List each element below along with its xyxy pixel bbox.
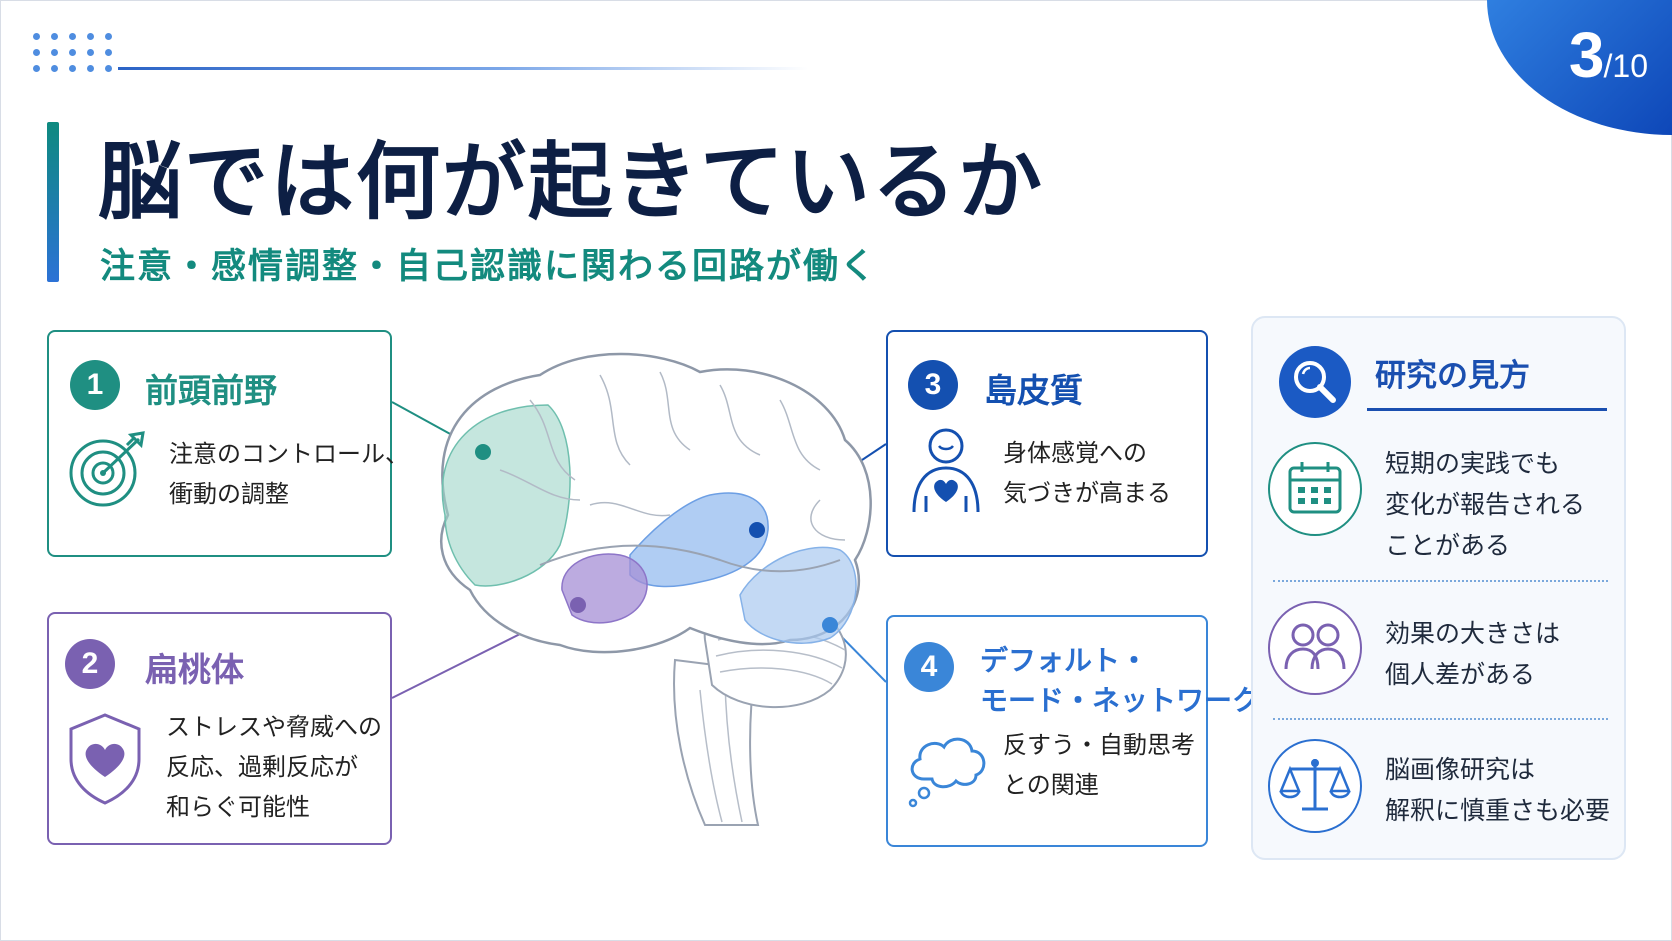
heart-shield-icon xyxy=(69,713,141,805)
item-text-line: 変化が報告される xyxy=(1385,490,1586,519)
marker-amygdala xyxy=(570,597,586,613)
card-number-badge: 2 xyxy=(65,639,115,689)
card-number-badge: 4 xyxy=(904,642,954,692)
card-insula: 3 島皮質 身体感覚への 気づきが高まる xyxy=(886,330,1208,557)
card-title-line: デフォルト・ xyxy=(980,644,1149,677)
card-text-line: 気づきが高まる xyxy=(1003,479,1171,507)
item-icon-circle xyxy=(1268,442,1362,536)
header-rule xyxy=(118,67,808,70)
card-title-line: モード・ネットワーク xyxy=(980,684,1261,717)
page-total: /10 xyxy=(1603,48,1648,84)
card-title: 前頭前野 xyxy=(145,371,277,410)
slide-subtitle: 注意・感情調整・自己認識に関わる回路が働く xyxy=(100,247,878,287)
page-number: 3/10 xyxy=(1569,18,1648,92)
card-text-line: 反応、過剰反応が xyxy=(166,753,358,781)
slide-title: 脳では何が起きているか xyxy=(98,133,1045,231)
scale-icon xyxy=(1279,759,1351,811)
marker-default-mode xyxy=(822,617,838,633)
magnifier-icon xyxy=(1294,361,1336,403)
decorative-dot-grid xyxy=(33,33,113,72)
card-amygdala: 2 扁桃体 ストレスや脅威への 反応、過剰反応が 和らぐ可能性 xyxy=(47,612,392,845)
item-divider xyxy=(1273,718,1608,720)
region-prefrontal xyxy=(441,404,571,587)
item-text-line: 個人差がある xyxy=(1385,660,1536,689)
card-text-line: 反すう・自動思考 xyxy=(1003,731,1195,759)
item-icon-circle xyxy=(1268,601,1362,695)
card-text-line: との関連 xyxy=(1003,771,1099,799)
title-accent-bar xyxy=(47,122,59,282)
card-number-badge: 3 xyxy=(908,360,958,410)
card-text-line: ストレスや脅威への xyxy=(166,713,382,741)
card-text-line: 身体感覚への xyxy=(1003,439,1147,467)
thought-cloud-icon xyxy=(908,737,986,808)
card-text-line: 注意のコントロール、 xyxy=(169,440,409,468)
research-perspective-panel: 研究の見方 短期の実践でも 変化が報告される ことがある 効果の大きさは 個人差… xyxy=(1251,316,1626,860)
item-text-line: 効果の大きさは xyxy=(1385,619,1561,648)
card-prefrontal-cortex: 1 前頭前野 注意のコントロール、 衝動の調整 xyxy=(47,330,409,557)
panel-title-rule xyxy=(1367,408,1607,411)
region-insula xyxy=(629,492,769,588)
item-icon-circle xyxy=(1268,739,1362,833)
panel-title: 研究の見方 xyxy=(1375,358,1530,394)
calendar-icon xyxy=(1288,462,1342,514)
card-title: 島皮質 xyxy=(984,371,1083,410)
item-text-line: 解釈に慎重さも必要 xyxy=(1385,796,1611,825)
marker-prefrontal xyxy=(475,444,491,460)
card-text-line: 衝動の調整 xyxy=(169,480,289,508)
item-divider xyxy=(1273,580,1608,582)
people-icon xyxy=(1284,623,1346,670)
item-text-line: 脳画像研究は xyxy=(1385,755,1536,784)
target-icon xyxy=(69,431,145,507)
card-text-line: 和らぐ可能性 xyxy=(166,793,310,821)
marker-insula xyxy=(749,522,765,538)
card-title: 扁桃体 xyxy=(145,650,244,689)
item-text-line: 短期の実践でも xyxy=(1385,449,1561,478)
page-current: 3 xyxy=(1568,19,1605,91)
card-number-badge: 1 xyxy=(70,360,120,410)
body-heart-icon xyxy=(912,428,980,513)
card-default-mode-network: 4 デフォルト・ モード・ネットワーク 反すう・自動思考 との関連 xyxy=(886,615,1260,847)
panel-icon-circle xyxy=(1279,346,1351,418)
item-text-line: ことがある xyxy=(1385,531,1511,560)
